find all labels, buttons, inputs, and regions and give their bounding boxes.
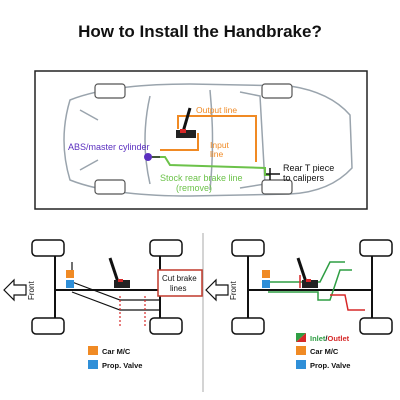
right-legend: Inlet/Outlet Car M/C Prop. Valve xyxy=(296,333,350,370)
right-front-label: Front xyxy=(229,281,238,300)
legend-inlet: Inlet xyxy=(310,334,326,343)
left-legend-swatch-prop-valve xyxy=(88,360,98,369)
right-legend-inlet-outlet: Inlet/Outlet xyxy=(310,334,350,343)
right-legend-swatch-prop-valve xyxy=(296,360,306,369)
front-right-wheel xyxy=(94,179,126,195)
right-legend-swatch-car-mc xyxy=(296,346,306,355)
right-chassis xyxy=(247,255,373,325)
abs-master-cylinder-dot xyxy=(144,153,152,161)
stock-line-label-2: (remove) xyxy=(176,183,212,193)
left-legend: Car M/C Prop. Valve xyxy=(88,346,142,370)
left-legend-car-mc: Car M/C xyxy=(102,347,131,356)
output-line xyxy=(177,115,257,162)
rear-t-piece xyxy=(266,168,280,180)
rear-t-label-2: to calipers xyxy=(283,173,325,183)
top-wheels xyxy=(94,83,293,195)
right-wheels xyxy=(231,239,393,335)
right-legend-car-mc: Car M/C xyxy=(310,347,339,356)
left-wheels xyxy=(31,239,183,335)
right-brake-lines xyxy=(268,261,365,311)
rear-right-wheel xyxy=(261,179,293,195)
page-title: How to Install the Handbrake? xyxy=(78,22,322,41)
top-diagram-frame xyxy=(34,70,368,210)
stock-line-label-1: Stock rear brake line xyxy=(160,173,243,183)
right-handbrake-unit xyxy=(296,257,318,288)
legend-sep: / xyxy=(325,334,328,343)
input-line xyxy=(160,133,199,151)
legend-outlet: Outlet xyxy=(328,334,350,343)
right-legend-prop-valve: Prop. Valve xyxy=(310,361,350,370)
left-handbrake-unit xyxy=(108,257,130,288)
left-car-mc-block xyxy=(66,270,74,278)
abs-label: ABS/master cylinder xyxy=(68,142,150,152)
input-line-label-1: Input xyxy=(210,140,230,150)
cut-label-2: lines xyxy=(170,284,186,293)
right-legend-swatch-outlet xyxy=(296,333,306,342)
left-legend-prop-valve: Prop. Valve xyxy=(102,361,142,370)
right-prop-valve-block xyxy=(262,280,270,288)
cut-brake-lines-box xyxy=(157,269,203,297)
input-line-label-2: line xyxy=(210,149,224,159)
cut-label-1: Cut brake xyxy=(162,274,197,283)
rear-left-wheel xyxy=(261,83,293,99)
stock-rear-brake-line xyxy=(150,156,270,176)
output-line-label: Output line xyxy=(196,105,237,115)
left-prop-valve-block xyxy=(66,280,74,288)
front-left-wheel xyxy=(94,83,126,99)
right-car-mc-block xyxy=(262,270,270,278)
handbrake-unit xyxy=(176,107,196,138)
car-outline xyxy=(63,83,353,197)
right-front-arrow-icon xyxy=(205,278,229,302)
left-front-arrow-icon xyxy=(3,278,27,302)
left-legend-swatch-car-mc xyxy=(88,346,98,355)
left-chassis xyxy=(54,255,161,325)
left-front-label: Front xyxy=(27,281,36,300)
rear-t-label-1: Rear T piece xyxy=(283,163,334,173)
